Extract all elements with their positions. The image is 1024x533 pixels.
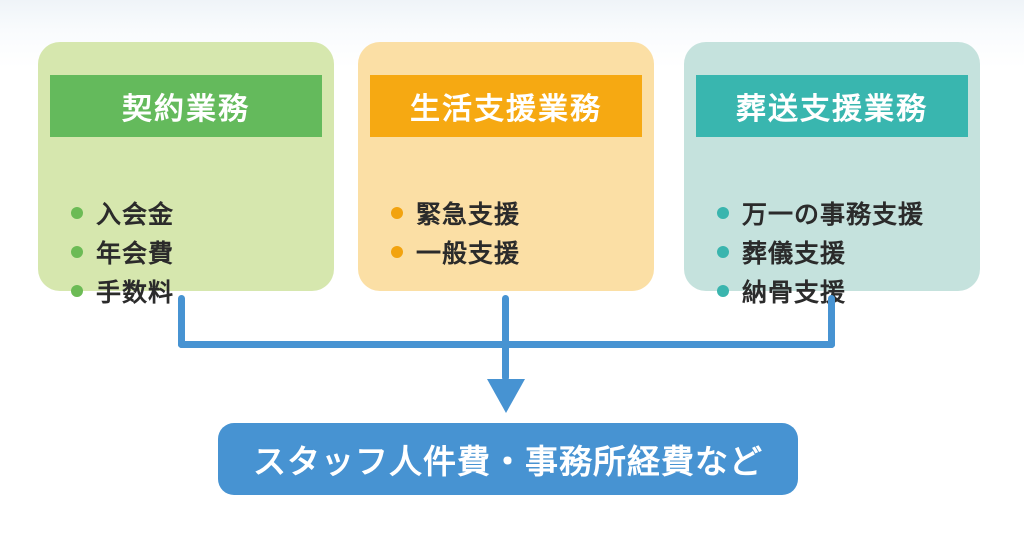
panel-life-support-services-title: 生活支援業務 [370, 75, 642, 137]
list-item: 納骨支援 [717, 271, 970, 310]
panel-contract-services-title: 契約業務 [50, 75, 322, 137]
bullet-dot-icon [391, 245, 403, 258]
list-item-label: 万一の事務支援 [742, 200, 925, 229]
bullet-dot-icon [391, 206, 403, 219]
list-item-label: 葬儀支援 [742, 239, 847, 268]
list-item: 万一の事務支援 [717, 193, 970, 232]
panel-life-support-services: 生活支援業務 緊急支援 一般支援 [358, 42, 654, 291]
connector-line-right [828, 295, 835, 348]
list-item-label: 納骨支援 [742, 278, 847, 307]
bullet-dot-icon [717, 206, 729, 219]
list-item: 年会費 [71, 232, 324, 271]
list-item: 手数料 [71, 271, 324, 310]
panel-funeral-support-services: 葬送支援業務 万一の事務支援 葬儀支援 納骨支援 [684, 42, 980, 307]
bullet-dot-icon [71, 245, 83, 258]
list-item-label: 入会金 [96, 200, 175, 229]
panel-funeral-support-services-title: 葬送支援業務 [696, 75, 968, 137]
panel-contract-services-list: 入会金 年会費 手数料 [71, 193, 324, 310]
connector-line-center [502, 295, 509, 381]
down-arrow-icon [487, 379, 525, 413]
list-item: 入会金 [71, 193, 324, 232]
bullet-dot-icon [71, 206, 83, 219]
bullet-dot-icon [717, 284, 729, 297]
connector-line-horizontal [178, 341, 835, 348]
bullet-dot-icon [717, 245, 729, 258]
list-item: 緊急支援 [391, 193, 644, 232]
list-item-label: 緊急支援 [416, 200, 521, 229]
list-item-label: 年会費 [96, 239, 175, 268]
list-item: 葬儀支援 [717, 232, 970, 271]
result-box-label: スタッフ人件費・事務所経費など [253, 443, 763, 480]
bullet-dot-icon [71, 284, 83, 297]
panel-contract-services: 契約業務 入会金 年会費 手数料 [38, 42, 334, 307]
panel-funeral-support-services-list: 万一の事務支援 葬儀支援 納骨支援 [717, 193, 970, 310]
list-item-label: 手数料 [96, 278, 175, 307]
panel-life-support-services-list: 緊急支援 一般支援 [391, 193, 644, 271]
connector-line-left [178, 295, 185, 348]
list-item: 一般支援 [391, 232, 644, 271]
result-box: スタッフ人件費・事務所経費など [218, 423, 798, 495]
list-item-label: 一般支援 [416, 239, 521, 268]
